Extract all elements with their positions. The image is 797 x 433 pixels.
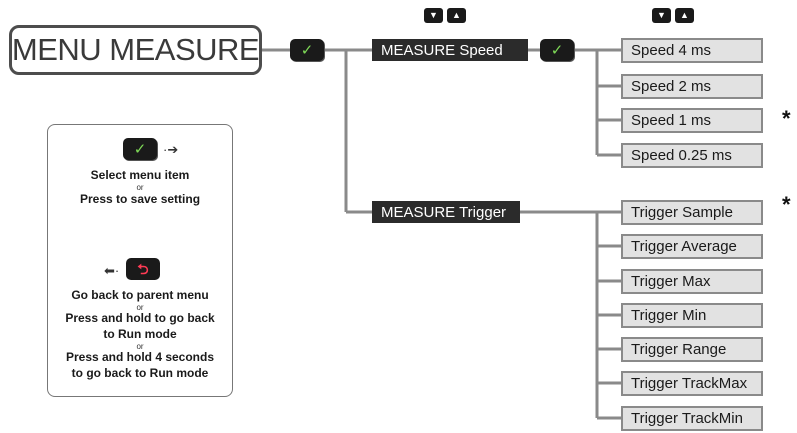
nav-up-button-level3[interactable]: ▲ — [675, 8, 694, 23]
legend-box: ✓ ·➔ Select menu item or Press to save s… — [47, 124, 233, 397]
legend-back-text-5: to go back to Run mode — [71, 366, 209, 380]
option-label: Speed 1 ms — [631, 112, 712, 129]
legend-back-button: ⮌ — [126, 258, 160, 280]
option-trigger-max[interactable]: Trigger Max — [621, 269, 763, 294]
option-speed-025ms[interactable]: Speed 0.25 ms — [621, 143, 763, 168]
check-icon: ✓ — [550, 41, 564, 59]
chevron-up-icon: ▲ — [680, 10, 689, 20]
default-marker-trigger: * — [782, 192, 791, 217]
legend-save-text: Press to save setting — [79, 192, 201, 206]
legend-back-text-3: to Run mode — [103, 327, 177, 341]
menu-item-label: MEASURE Trigger — [381, 203, 507, 221]
chevron-up-icon: ▲ — [452, 10, 461, 20]
option-trigger-trackmax[interactable]: Trigger TrackMax — [621, 371, 763, 396]
legend-back-text-1: Go back to parent menu — [71, 288, 209, 302]
option-label: Trigger Average — [631, 238, 737, 255]
menu-title: MENU MEASURE — [11, 32, 260, 67]
option-trigger-range[interactable]: Trigger Range — [621, 337, 763, 362]
legend-or-text: or — [136, 342, 144, 351]
option-label: Trigger Sample — [631, 204, 733, 221]
ok-button-main[interactable]: ✓ — [290, 39, 324, 61]
option-trigger-trackmin[interactable]: Trigger TrackMin — [621, 406, 763, 431]
nav-up-button-level2[interactable]: ▲ — [447, 8, 466, 23]
ok-button-speed[interactable]: ✓ — [540, 39, 574, 61]
legend-select-text: Select menu item — [90, 168, 190, 182]
option-speed-2ms[interactable]: Speed 2 ms — [621, 74, 763, 99]
menu-item-measure-trigger[interactable]: MEASURE Trigger — [372, 201, 520, 223]
option-speed-1ms[interactable]: Speed 1 ms — [621, 108, 763, 133]
option-trigger-min[interactable]: Trigger Min — [621, 303, 763, 328]
option-label: Trigger TrackMax — [631, 375, 748, 392]
left-arrow-icon: ⬅· — [104, 263, 120, 278]
menu-title-box: MENU MEASURE — [9, 25, 262, 75]
option-trigger-sample[interactable]: Trigger Sample — [621, 200, 763, 225]
back-arrow-icon: ⮌ — [137, 261, 149, 277]
chevron-down-icon: ▼ — [657, 10, 666, 20]
legend-ok-button: ✓ — [123, 138, 157, 160]
option-label: Trigger Min — [631, 307, 707, 324]
option-label: Speed 4 ms — [631, 42, 712, 59]
menu-item-measure-speed[interactable]: MEASURE Speed — [372, 39, 528, 61]
nav-down-button-level3[interactable]: ▼ — [652, 8, 671, 23]
check-icon: ✓ — [300, 41, 314, 59]
default-marker-speed: * — [782, 106, 791, 131]
option-label: Speed 0.25 ms — [631, 147, 732, 164]
option-label: Trigger TrackMin — [631, 410, 743, 427]
option-label: Trigger Range — [631, 341, 727, 358]
chevron-down-icon: ▼ — [429, 10, 438, 20]
check-icon: ✓ — [133, 140, 147, 158]
legend-back-text-4: Press and hold 4 seconds — [65, 350, 215, 364]
option-speed-4ms[interactable]: Speed 4 ms — [621, 38, 763, 63]
legend-or-text: or — [136, 183, 144, 192]
legend-back-text-2: Press and hold to go back — [65, 311, 215, 325]
option-trigger-average[interactable]: Trigger Average — [621, 234, 763, 259]
right-arrow-icon: ·➔ — [163, 142, 179, 157]
option-label: Trigger Max — [631, 273, 711, 290]
option-label: Speed 2 ms — [631, 78, 712, 95]
menu-item-label: MEASURE Speed — [381, 41, 503, 59]
legend-or-text: or — [136, 303, 144, 312]
nav-down-button-level2[interactable]: ▼ — [424, 8, 443, 23]
